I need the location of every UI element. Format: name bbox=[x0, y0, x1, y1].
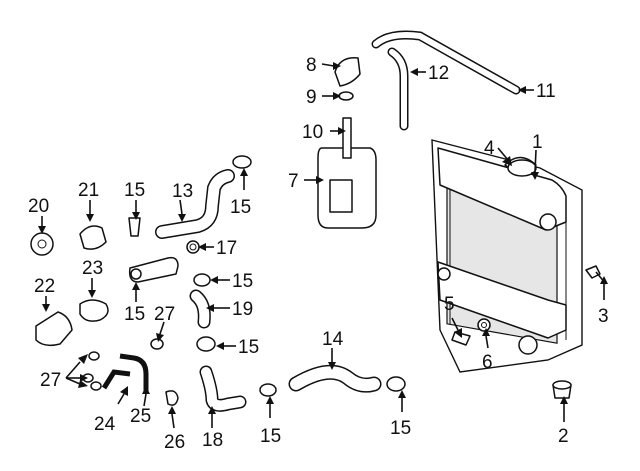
callout-labels: 1 2 3 4 5 6 7 8 9 10 11 12 13 14 15 15 1… bbox=[28, 55, 609, 453]
callout-27: 27 bbox=[154, 304, 175, 325]
bleeder-plug bbox=[451, 331, 471, 346]
callout-15: 15 bbox=[124, 180, 145, 201]
o-ring bbox=[186, 240, 200, 254]
washer bbox=[477, 318, 491, 332]
drain-plug bbox=[552, 380, 572, 399]
callout-16: 15 bbox=[124, 304, 145, 325]
leader-lines bbox=[38, 62, 608, 429]
callout-18: 18 bbox=[202, 430, 223, 451]
radiator-cap bbox=[507, 159, 537, 177]
callout-15: 15 bbox=[260, 426, 281, 447]
callout-3: 3 bbox=[598, 306, 609, 327]
callout-14: 14 bbox=[322, 329, 344, 350]
water-outlet bbox=[35, 311, 73, 347]
outlet-gasket bbox=[79, 299, 109, 322]
callout-6: 6 bbox=[482, 352, 493, 373]
hose-clamp bbox=[259, 383, 277, 397]
water-pipe bbox=[128, 256, 179, 283]
callout-21: 21 bbox=[78, 180, 99, 201]
callout-8: 8 bbox=[306, 55, 317, 76]
clip-26 bbox=[165, 390, 179, 406]
coolant-reservoir bbox=[317, 147, 377, 229]
bypass-hose-19 bbox=[189, 289, 211, 329]
callout-25: 25 bbox=[130, 406, 151, 427]
callout-13: 13 bbox=[172, 181, 193, 202]
lower-radiator-hose bbox=[288, 364, 382, 393]
callout-22: 22 bbox=[34, 276, 55, 297]
thermostat bbox=[30, 232, 54, 256]
callout-10: 10 bbox=[302, 122, 323, 143]
callout-11: 11 bbox=[536, 81, 556, 102]
callout-15: 15 bbox=[238, 337, 259, 358]
overflow-hose bbox=[371, 30, 521, 95]
callout-19: 19 bbox=[232, 299, 253, 320]
callout-2: 2 bbox=[558, 426, 569, 447]
hose-clamp bbox=[193, 273, 211, 287]
callout-12: 12 bbox=[428, 63, 449, 84]
thermostat-cover bbox=[79, 225, 107, 250]
callout-15: 15 bbox=[230, 197, 251, 218]
cap-gasket bbox=[338, 91, 354, 101]
callout-15: 15 bbox=[390, 418, 411, 439]
hose-clamp bbox=[386, 376, 406, 392]
clip-27-upper bbox=[150, 338, 164, 350]
callout-15: 15 bbox=[232, 271, 253, 292]
hose-clamp bbox=[196, 336, 216, 352]
callout-17: 17 bbox=[216, 238, 237, 259]
callout-24: 24 bbox=[94, 414, 116, 435]
bypass-pipe-24 bbox=[101, 369, 131, 390]
bypass-pipe-25 bbox=[119, 353, 149, 392]
callout-7: 7 bbox=[288, 171, 299, 192]
callout-27: 27 bbox=[40, 370, 61, 391]
hose-clamp bbox=[232, 155, 252, 169]
callout-1: 1 bbox=[532, 132, 543, 153]
callout-20: 20 bbox=[28, 196, 49, 217]
heater-hose-18 bbox=[199, 365, 247, 412]
callout-26: 26 bbox=[164, 432, 185, 453]
hose-clamp bbox=[128, 217, 141, 237]
reservoir-hose bbox=[387, 47, 409, 131]
upper-radiator-hose bbox=[155, 169, 235, 239]
callout-9: 9 bbox=[306, 87, 317, 108]
callout-5: 5 bbox=[444, 294, 455, 315]
callout-4: 4 bbox=[484, 138, 495, 159]
reservoir-tube bbox=[342, 117, 352, 159]
callout-23: 23 bbox=[82, 258, 103, 279]
reservoir-cap bbox=[334, 57, 361, 87]
radiator bbox=[431, 139, 583, 373]
